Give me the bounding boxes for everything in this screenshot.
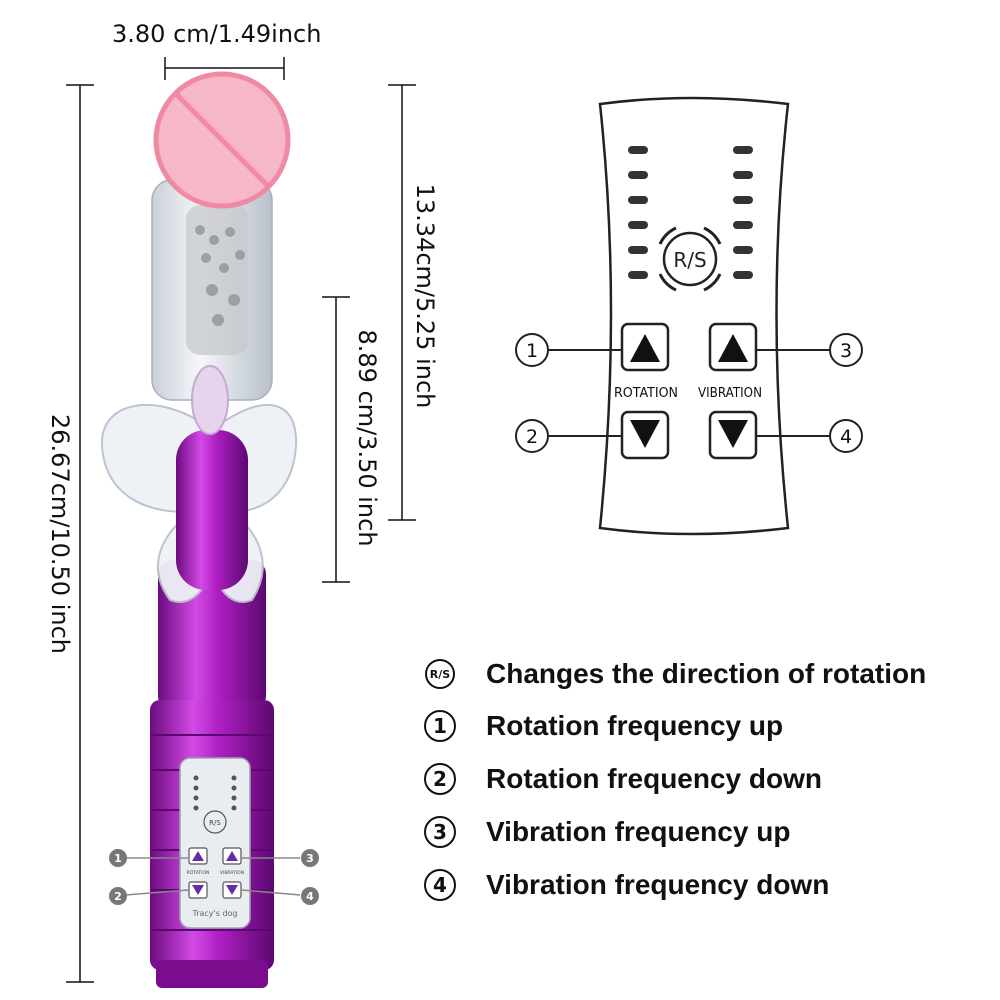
device-rotation-label: ROTATION bbox=[187, 870, 210, 876]
legend-text-rs: Changes the direction of rotation bbox=[486, 658, 927, 689]
remote-outline bbox=[598, 96, 790, 536]
legend-item-1: 1 Rotation frequency up bbox=[420, 704, 783, 748]
number-4-badge-icon: 4 bbox=[424, 869, 456, 901]
legend-item-4: 4 Vibration frequency down bbox=[420, 863, 829, 907]
rs-badge-icon: R/S bbox=[425, 659, 455, 689]
remote-led-indicators bbox=[628, 146, 753, 279]
number-2-badge-icon: 2 bbox=[424, 763, 456, 795]
down-arrow-icon bbox=[718, 420, 748, 448]
remote-rotation-up-button bbox=[620, 322, 670, 372]
number-1-badge-icon: 1 bbox=[424, 710, 456, 742]
device-brand-label: Tracy's dog bbox=[192, 909, 238, 918]
legend-text-4: Vibration frequency down bbox=[486, 869, 830, 900]
number-3-badge-icon: 3 bbox=[424, 816, 456, 848]
legend-item-rs: R/S Changes the direction of rotation bbox=[420, 652, 926, 696]
remote-rotation-down-button bbox=[620, 410, 670, 460]
up-arrow-icon bbox=[718, 334, 748, 362]
remote-callout-3: 3 bbox=[840, 340, 852, 362]
remote-vibration-label: VIBRATION bbox=[698, 386, 762, 401]
remote-rs-button: R/S bbox=[658, 226, 722, 292]
device-rs-label: R/S bbox=[209, 819, 221, 827]
legend-text-3: Vibration frequency up bbox=[486, 816, 791, 847]
device-vibration-label: VIBRATION bbox=[220, 870, 244, 876]
legend-text-2: Rotation frequency down bbox=[486, 763, 822, 794]
legend-item-2: 2 Rotation frequency down bbox=[420, 757, 822, 801]
width-dimension-label: 3.80 cm/1.49inch bbox=[112, 20, 322, 48]
legend-item-3: 3 Vibration frequency up bbox=[420, 810, 790, 854]
remote-vibration-down-button bbox=[708, 410, 758, 460]
legend-text-1: Rotation frequency up bbox=[486, 710, 784, 741]
device-callout-3: 3 bbox=[306, 852, 314, 865]
remote-rotation-label: ROTATION bbox=[614, 386, 678, 401]
remote-callout-4: 4 bbox=[840, 426, 852, 448]
up-arrow-icon bbox=[630, 334, 660, 362]
remote-callout-2: 2 bbox=[526, 426, 538, 448]
device-callout-4: 4 bbox=[306, 890, 314, 903]
remote-vibration-up-button bbox=[708, 322, 758, 372]
censored-tip bbox=[153, 71, 291, 209]
remote-rs-label: R/S bbox=[673, 248, 706, 272]
device-callout-2: 2 bbox=[114, 890, 122, 903]
device-control-panel: 1 2 3 4 R/S ROTATION VIBRATION Tracy's d… bbox=[109, 757, 319, 929]
remote-callout-1: 1 bbox=[526, 340, 538, 362]
rotate-arrow-icon bbox=[658, 226, 677, 245]
down-arrow-icon bbox=[630, 420, 660, 448]
butterfly-wings bbox=[100, 365, 298, 603]
device-callout-1: 1 bbox=[114, 852, 122, 865]
